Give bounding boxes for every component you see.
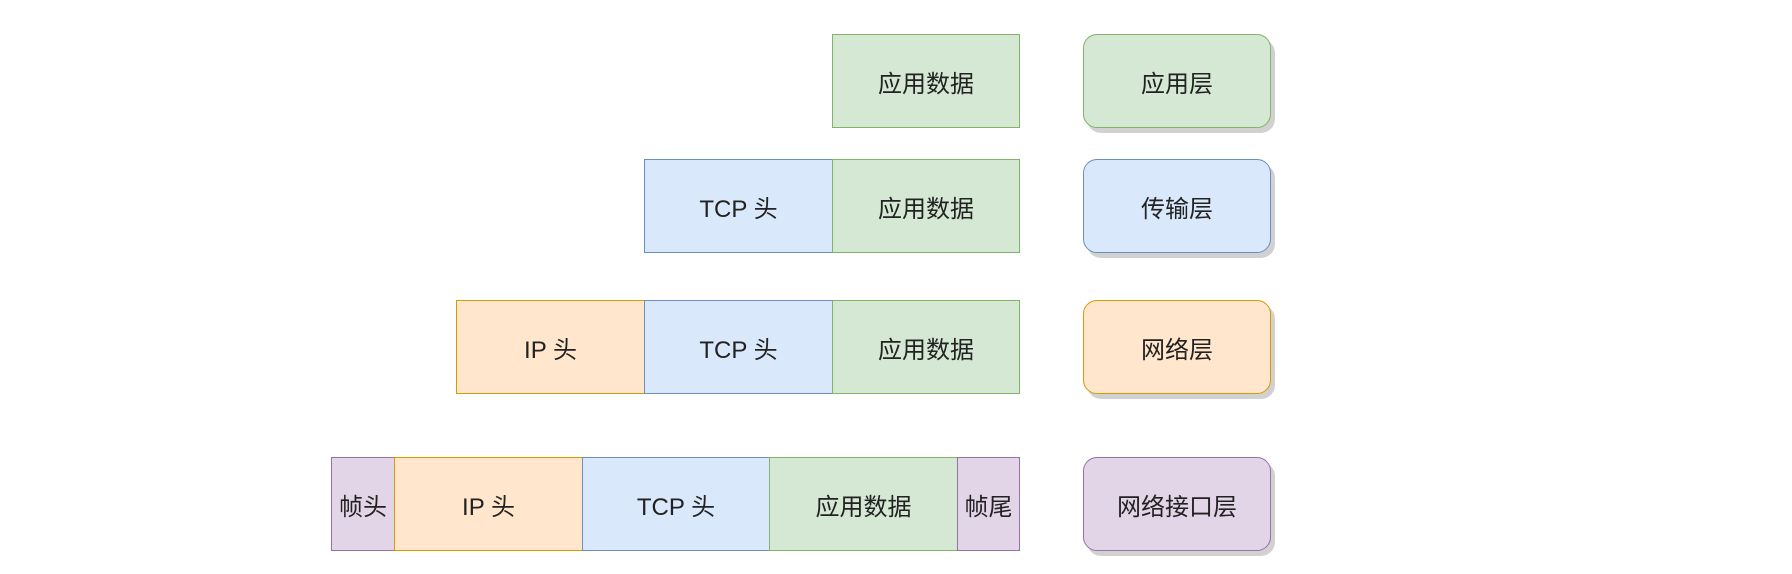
layer-label-network: 网络层 — [1083, 300, 1271, 394]
tcp-header-block: TCP 头 — [582, 457, 770, 551]
tcp-header-block: TCP 头 — [644, 300, 833, 394]
app-data-block: 应用数据 — [769, 457, 958, 551]
frame-header-block: 帧头 — [331, 457, 395, 551]
app-data-block: 应用数据 — [832, 159, 1020, 253]
frame-trailer-block: 帧尾 — [957, 457, 1020, 551]
ip-header-block: IP 头 — [394, 457, 583, 551]
layer-label-transport: 传输层 — [1083, 159, 1271, 253]
app-data-block: 应用数据 — [832, 300, 1020, 394]
layer-label-link: 网络接口层 — [1083, 457, 1271, 551]
tcp-header-block: TCP 头 — [644, 159, 833, 253]
app-data-block: 应用数据 — [832, 34, 1020, 128]
layer-label-application: 应用层 — [1083, 34, 1271, 128]
ip-header-block: IP 头 — [456, 300, 645, 394]
